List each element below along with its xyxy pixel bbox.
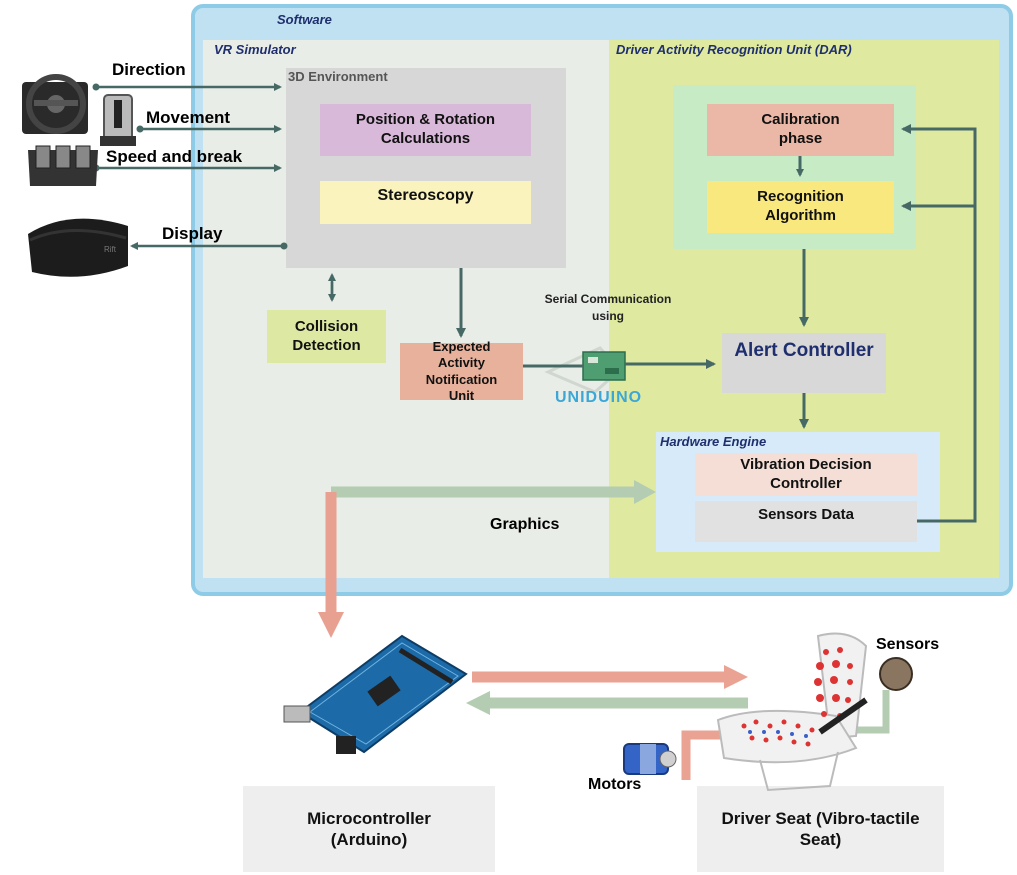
feedback-loop-arrow <box>901 124 977 523</box>
stereoscopy-box: Stereoscopy <box>320 181 531 224</box>
uniduino-label: UNIDUINO <box>555 389 643 406</box>
salmon-down-arrow <box>318 492 344 638</box>
driver-seat-box: Driver Seat (Vibro-tactile Seat) <box>697 786 944 872</box>
serial-communication-label: Serial Communication using <box>544 292 672 324</box>
arduino-board-image <box>283 634 468 754</box>
serial-arrow <box>523 359 716 369</box>
microcontroller-box: Microcontroller (Arduino) <box>243 786 495 872</box>
environment-box <box>286 68 566 268</box>
motors-label: Motors <box>588 776 642 793</box>
position-rotation-box: Position & Rotation Calculations <box>320 104 531 156</box>
sensors-data-box: Sensors Data <box>695 501 917 542</box>
alert-controller-box: Alert Controller <box>722 333 886 393</box>
direction-label: Direction <box>112 60 186 79</box>
steering-wheel-icon <box>22 74 88 134</box>
sensors-label: Sensors <box>876 636 940 653</box>
vibration-decision-box: Vibration Decision Controller <box>695 453 917 496</box>
vr-headset-icon: Rift <box>28 218 128 277</box>
graphics-arrow <box>331 480 656 504</box>
graphics-label: Graphics <box>490 516 560 533</box>
pressure-sensor-image <box>818 657 913 735</box>
svg-text:Rift: Rift <box>104 245 117 254</box>
recognition-box: Recognition Algorithm <box>707 181 894 233</box>
collision-detection-box: Collision Detection <box>267 310 386 363</box>
environment-title: 3D Environment <box>288 69 388 84</box>
uniduino-logo <box>544 346 626 394</box>
gear-shifter-icon <box>100 94 136 146</box>
calibration-box: Calibration phase <box>707 104 894 156</box>
motor-image <box>623 743 677 775</box>
driver-seat-image <box>716 632 868 792</box>
seat-motor-dots <box>748 730 808 738</box>
seat-to-arduino-arrow <box>466 691 748 715</box>
notification-unit-box: Expected Activity Notification Unit <box>400 339 523 403</box>
software-title: Software <box>277 12 332 27</box>
movement-label: Movement <box>146 108 231 127</box>
pedals-icon <box>28 145 98 186</box>
arduino-to-seat-arrow <box>472 665 748 689</box>
dar-title: Driver Activity Recognition Unit (DAR) <box>616 42 852 57</box>
hardware-engine-title: Hardware Engine <box>660 434 767 449</box>
speed-label: Speed and break <box>106 147 243 166</box>
seat-sensor-dots <box>741 647 853 747</box>
display-label: Display <box>162 224 223 243</box>
vr-simulator-title: VR Simulator <box>214 42 296 57</box>
